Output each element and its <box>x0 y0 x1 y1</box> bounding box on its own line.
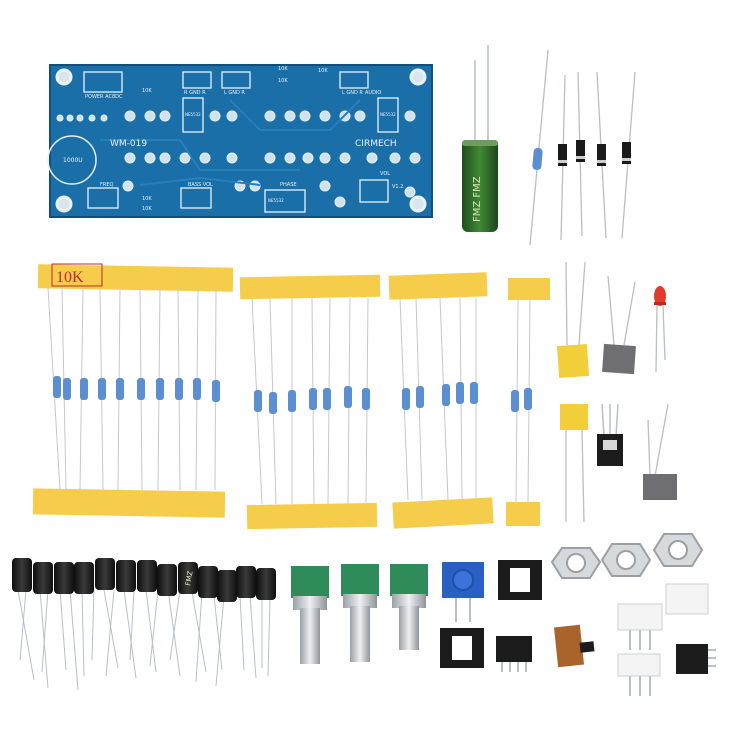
diode <box>621 71 636 239</box>
white-connector <box>617 603 663 650</box>
pcb-phase-label: PHASE <box>280 182 297 188</box>
potentiometers <box>291 564 428 664</box>
voltage-regulator <box>597 403 623 466</box>
hex-nut <box>550 547 602 579</box>
ic-socket <box>498 560 542 600</box>
yellow-film-capacitor-2 <box>560 404 588 523</box>
resistor-strip-group-1: 10K <box>32 263 234 518</box>
pcb-10k-label-6: 10K <box>318 68 328 74</box>
pcb-1000u-label: 1000U <box>63 157 83 164</box>
yellow-film-capacitor <box>556 261 590 379</box>
pcb-lgnd2-label: L GND R <box>342 90 363 96</box>
pcb-board: WM-019 CIRMECH V1.2 POWER AC8DC FREQ BAS… <box>47 64 433 218</box>
red-led <box>654 286 666 373</box>
potentiometer <box>291 566 329 664</box>
grey-film-capacitor <box>602 275 636 375</box>
ic-chip <box>496 636 532 672</box>
pcb-connectors <box>83 71 369 209</box>
single-resistor <box>529 49 549 246</box>
white-connector <box>665 583 709 615</box>
resistor-tape-label: 10K <box>56 269 84 286</box>
diode <box>596 71 607 239</box>
pcb-ne5532-label-3: NE5532 <box>268 198 284 203</box>
resistor-strip-group-3 <box>388 272 494 529</box>
pcb-lgnd-label: L GND R <box>224 90 245 96</box>
pcb-bass-label: BASS VOL <box>188 182 213 188</box>
pcb-10k-label-3: 10K <box>142 196 152 202</box>
pcb-traces <box>100 99 361 186</box>
ic-socket-2 <box>440 628 484 668</box>
resistor-strip-group-2 <box>239 274 381 530</box>
pcb-version-label: V1.2 <box>392 184 403 190</box>
pcb-10k-label-4: 10K <box>142 206 152 212</box>
pcb-ne5532-label-2: NE5532 <box>380 112 396 117</box>
pcb-audio-label: AUDIO <box>365 90 381 96</box>
pcb-10k-label-2: 10K <box>278 78 288 84</box>
small-electrolytic-capacitors: FMZ <box>12 558 276 691</box>
pcb-mounting-holes <box>55 68 427 213</box>
pcb-vol-label: VOL <box>380 171 390 177</box>
hex-nuts <box>550 533 704 579</box>
blue-trimmer <box>442 562 484 622</box>
pcb-brand-label: CIRMECH <box>355 139 397 149</box>
resistor-strip-group-4 <box>506 278 550 526</box>
pcb-pads <box>56 110 421 208</box>
grey-film-capacitor-2 <box>643 403 677 500</box>
potentiometer <box>390 564 428 650</box>
diodes <box>558 71 636 241</box>
pcb-model-label: WM-019 <box>110 139 147 149</box>
slide-switch <box>553 624 595 668</box>
pcb-freq-label: FREQ <box>100 182 114 188</box>
pcb-power-label: POWER AC8DC <box>85 94 123 100</box>
small-cap-label: FMZ <box>184 570 194 586</box>
diode <box>576 71 585 237</box>
ic-chip-2 <box>676 644 716 674</box>
white-connectors <box>617 583 709 696</box>
pcb-rgnd-label: R GND R <box>184 90 206 96</box>
hex-nut <box>600 543 652 577</box>
pcb-10k-label-1: 10K <box>142 88 152 94</box>
pcb-ic-footprints <box>182 97 399 213</box>
hex-nut <box>652 533 704 567</box>
big-electrolytic-capacitor: FMZ FMZ <box>462 45 498 232</box>
diode <box>558 74 567 241</box>
pcb-10k-label-5: 10K <box>278 66 288 72</box>
pcb-cap-footprint <box>47 135 97 185</box>
resistor-strips: 10K <box>32 263 550 530</box>
white-connector <box>617 653 661 696</box>
pcb-ne5532-label-1: NE5532 <box>185 112 201 117</box>
big-cap-label: FMZ FMZ <box>472 176 483 222</box>
potentiometer <box>341 564 379 662</box>
